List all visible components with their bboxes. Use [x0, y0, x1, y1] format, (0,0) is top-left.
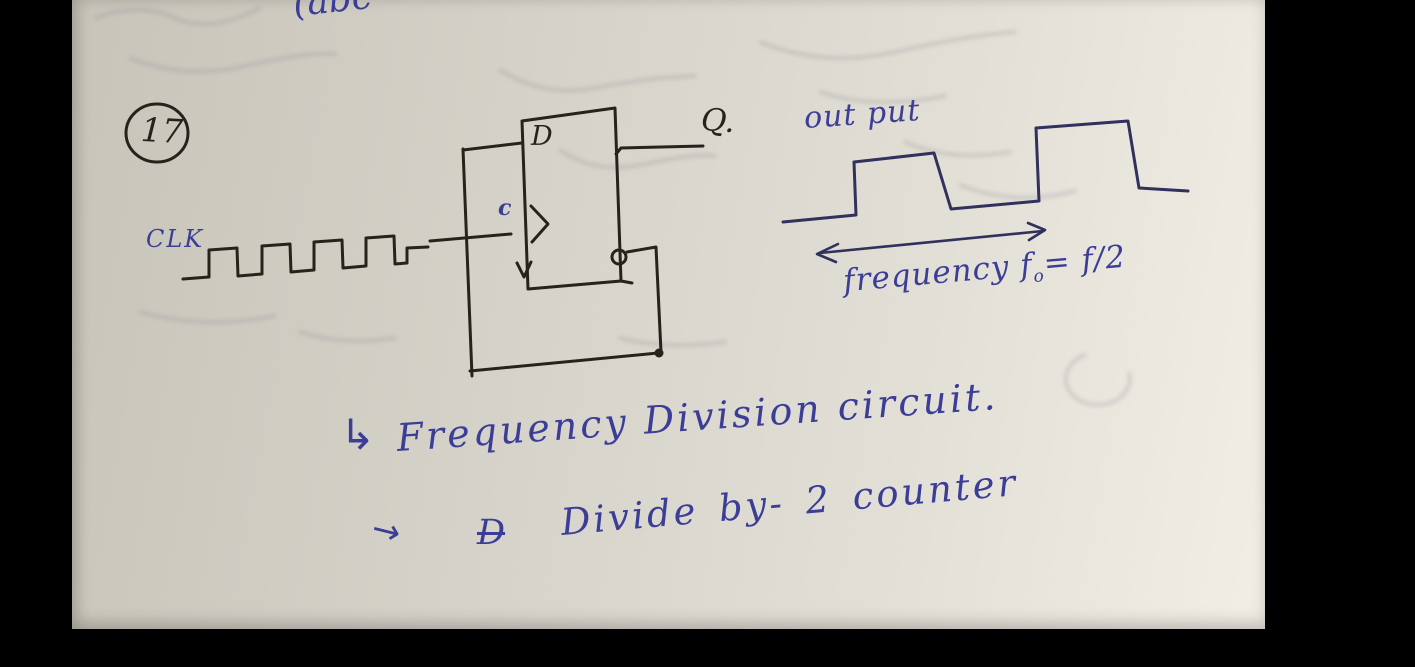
q-output-label: Q.	[699, 101, 736, 141]
d-input-label: D	[531, 121, 553, 152]
frequency-equals: =	[1042, 243, 1073, 282]
photo-border-bottom	[0, 629, 1415, 667]
question-number: 17	[140, 109, 184, 152]
photo-border-right	[1265, 0, 1415, 667]
frequency-value: f/2	[1079, 238, 1128, 279]
caption1-arrow-icon: ↳	[340, 410, 376, 459]
photo-border-left	[0, 0, 72, 667]
output-label: out put	[802, 92, 922, 137]
clock-input-label: c	[498, 195, 512, 221]
caption2-struck-letter: D	[477, 513, 506, 553]
clk-label: CLK	[146, 225, 205, 253]
frequency-symbol: f	[1018, 246, 1035, 284]
